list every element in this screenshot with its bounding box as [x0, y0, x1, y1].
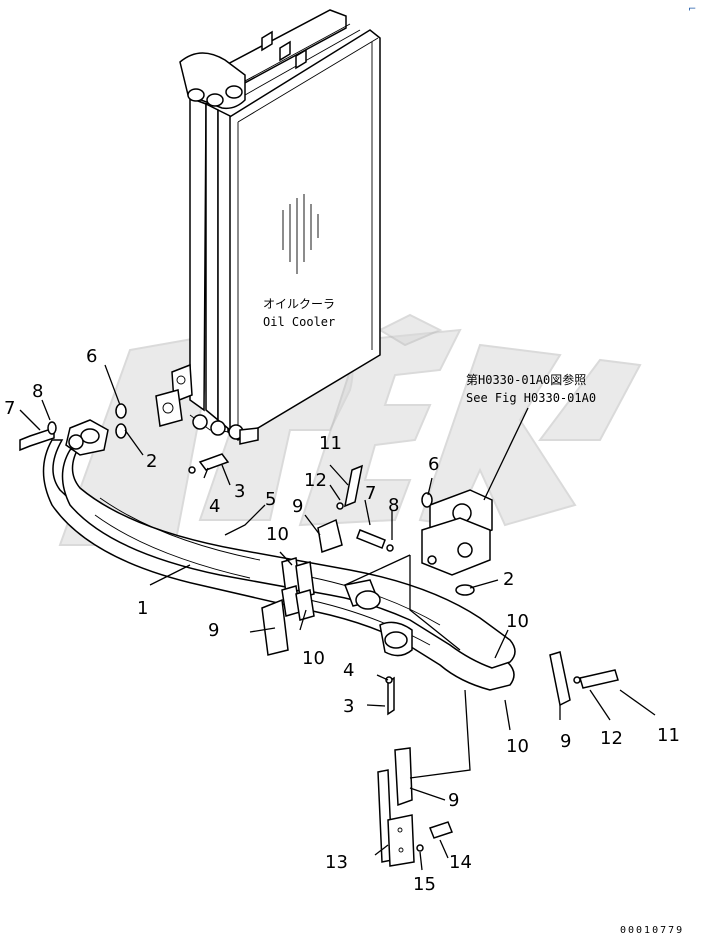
callout-7: 7	[365, 483, 376, 504]
callout-6: 6	[86, 346, 97, 367]
callout-11: 11	[319, 433, 342, 454]
callout-2: 2	[146, 451, 157, 472]
callout-7: 7	[4, 398, 15, 419]
callout-12: 12	[304, 470, 327, 491]
callout-6: 6	[428, 454, 439, 475]
callout-2: 2	[503, 569, 514, 590]
callout-4: 4	[343, 660, 354, 681]
callout-8: 8	[388, 495, 399, 516]
callout-10: 10	[506, 736, 529, 757]
reference-note-jp: 第H0330-01A0図参照	[466, 372, 586, 387]
leader-reference	[483, 407, 529, 501]
watermark	[58, 313, 642, 546]
callout-10: 10	[302, 648, 325, 669]
callout-9: 9	[448, 790, 459, 811]
drawing-code: 00010779	[620, 925, 684, 936]
callout-3: 3	[234, 481, 245, 502]
callout-10: 10	[266, 524, 289, 545]
callout-12: 12	[600, 728, 623, 749]
callout-9: 9	[208, 620, 219, 641]
callout-1: 1	[137, 598, 148, 619]
callout-9: 9	[560, 731, 571, 752]
callout-15: 15	[413, 874, 436, 895]
oil-cooler	[155, 9, 381, 445]
callout-5: 5	[265, 489, 276, 510]
component-label-jp: オイルクーラ	[263, 297, 335, 311]
reference-note-en: See Fig H0330-01A0	[466, 391, 596, 405]
small-parts	[19, 403, 619, 867]
component-label-en: Oil Cooler	[263, 315, 335, 329]
callout-13: 13	[325, 852, 348, 873]
callout-9: 9	[292, 496, 303, 517]
corner-mark: ⌐	[688, 4, 696, 15]
callout-14: 14	[449, 852, 472, 873]
callout-8: 8	[32, 381, 43, 402]
hose-assembly	[42, 419, 516, 691]
callout-4: 4	[209, 496, 220, 517]
leader-lines	[19, 364, 656, 871]
valve-block	[421, 489, 493, 576]
callouts: 1 2 2 3 3 4 4 5 6 6 7 7 8 8 9 9 9 9 10 1…	[4, 346, 680, 895]
callout-3: 3	[343, 696, 354, 717]
callout-11: 11	[657, 725, 680, 746]
callout-10: 10	[506, 611, 529, 632]
